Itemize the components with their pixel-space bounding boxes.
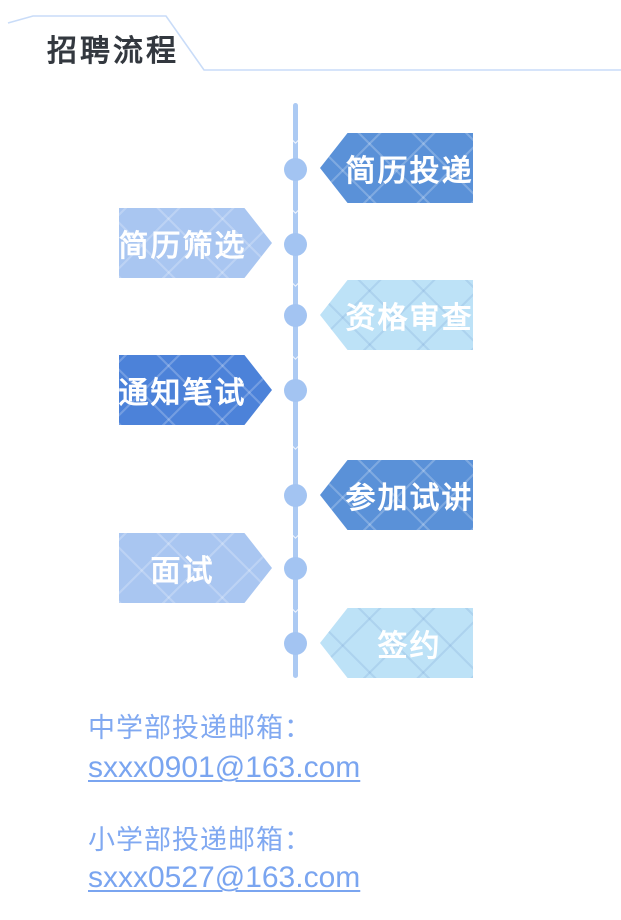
timeline-dot bbox=[284, 484, 307, 507]
flow-step-label: 签约 bbox=[377, 630, 442, 663]
contact-label-primary-school: 小学部投递邮箱： bbox=[88, 825, 312, 855]
flow-step-label: 资格审查 bbox=[345, 302, 474, 335]
timeline-dot bbox=[284, 158, 307, 181]
flow-step-resume-submission: 简历投递 bbox=[320, 133, 473, 203]
line-seam-chevron-icon bbox=[289, 201, 302, 214]
line-seam-chevron-icon bbox=[289, 600, 302, 613]
flow-step-trial-lecture: 参加试讲 bbox=[320, 460, 473, 530]
flow-step-written-test-notice: 通知笔试 bbox=[119, 355, 272, 425]
flow-step-label: 通知笔试 bbox=[118, 377, 247, 410]
line-seam-chevron-icon bbox=[289, 437, 302, 450]
timeline-dot bbox=[284, 304, 307, 327]
flow-step-label: 面试 bbox=[150, 555, 215, 588]
flow-step-label: 参加试讲 bbox=[345, 482, 474, 515]
contact-label-middle-school: 中学部投递邮箱： bbox=[88, 713, 312, 743]
flow-step-interview: 面试 bbox=[119, 533, 272, 603]
flow-step-resume-screening: 简历筛选 bbox=[119, 208, 272, 278]
timeline-dot bbox=[284, 379, 307, 402]
timeline-dot bbox=[284, 632, 307, 655]
line-seam-chevron-icon bbox=[289, 526, 302, 539]
line-seam-chevron-icon bbox=[289, 131, 302, 144]
header-decorative-line bbox=[7, 15, 621, 71]
timeline-dot bbox=[284, 557, 307, 580]
header-polyline bbox=[7, 15, 621, 71]
flow-step-qualification-review: 资格审查 bbox=[320, 280, 473, 350]
line-seam-chevron-icon bbox=[289, 274, 302, 287]
contact-email-middle-school[interactable]: sxxx0901@163.com bbox=[88, 751, 361, 784]
flow-step-label: 简历筛选 bbox=[118, 230, 247, 263]
flow-step-signing: 签约 bbox=[320, 608, 473, 678]
contact-email-primary-school[interactable]: sxxx0527@163.com bbox=[88, 861, 361, 894]
line-seam-chevron-icon bbox=[289, 347, 302, 360]
timeline-dot bbox=[284, 233, 307, 256]
page-title: 招聘流程 bbox=[47, 35, 179, 68]
flow-step-label: 简历投递 bbox=[345, 155, 474, 188]
